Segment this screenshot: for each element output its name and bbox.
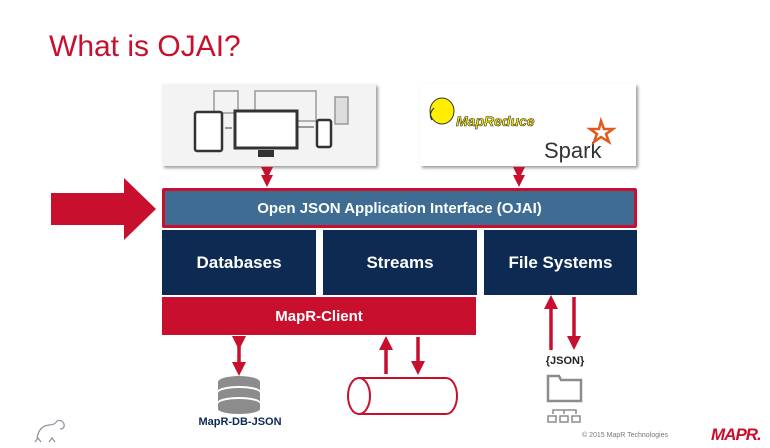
mapreduce-logo: MapReduce: [429, 97, 535, 129]
hierarchy-icon: [547, 409, 581, 423]
slide-title: What is OJAI?: [49, 30, 241, 63]
copyright-text: © 2015 MapR Technologies: [582, 432, 668, 439]
streams-label: Streams: [366, 252, 434, 272]
file-systems-label: File Systems: [508, 252, 613, 272]
ojai-label: Open JSON Application Interface (OJAI): [257, 199, 542, 217]
mapr-client-label: MapR-Client: [275, 307, 363, 325]
streams-block: Streams: [323, 230, 477, 295]
frameworks-panel: MapReduce Spark: [420, 84, 636, 166]
ojai-bar: Open JSON Application Interface (OJAI): [162, 188, 637, 228]
spark-logo: Spark: [544, 116, 617, 163]
devices-icon: [193, 90, 349, 157]
mapr-client-bar: MapR-Client: [162, 297, 476, 335]
elephant-logo-icon: [34, 419, 65, 443]
devices-panel: [162, 84, 376, 166]
stream-cylinder-icon: [347, 377, 458, 415]
json-label: {JSON}: [545, 355, 585, 367]
file-systems-block: File Systems: [484, 230, 637, 295]
folder-icon: [546, 374, 583, 403]
database-icon: [218, 376, 260, 414]
svg-text:MapReduce: MapReduce: [456, 113, 535, 129]
mapr-brand-logo: MAPR.: [711, 425, 762, 444]
mapr-db-json-label: MapR-DB-JSON: [198, 416, 282, 428]
pointer-arrow-icon: [51, 178, 156, 240]
databases-block: Databases: [162, 230, 316, 295]
databases-label: Databases: [196, 252, 282, 272]
